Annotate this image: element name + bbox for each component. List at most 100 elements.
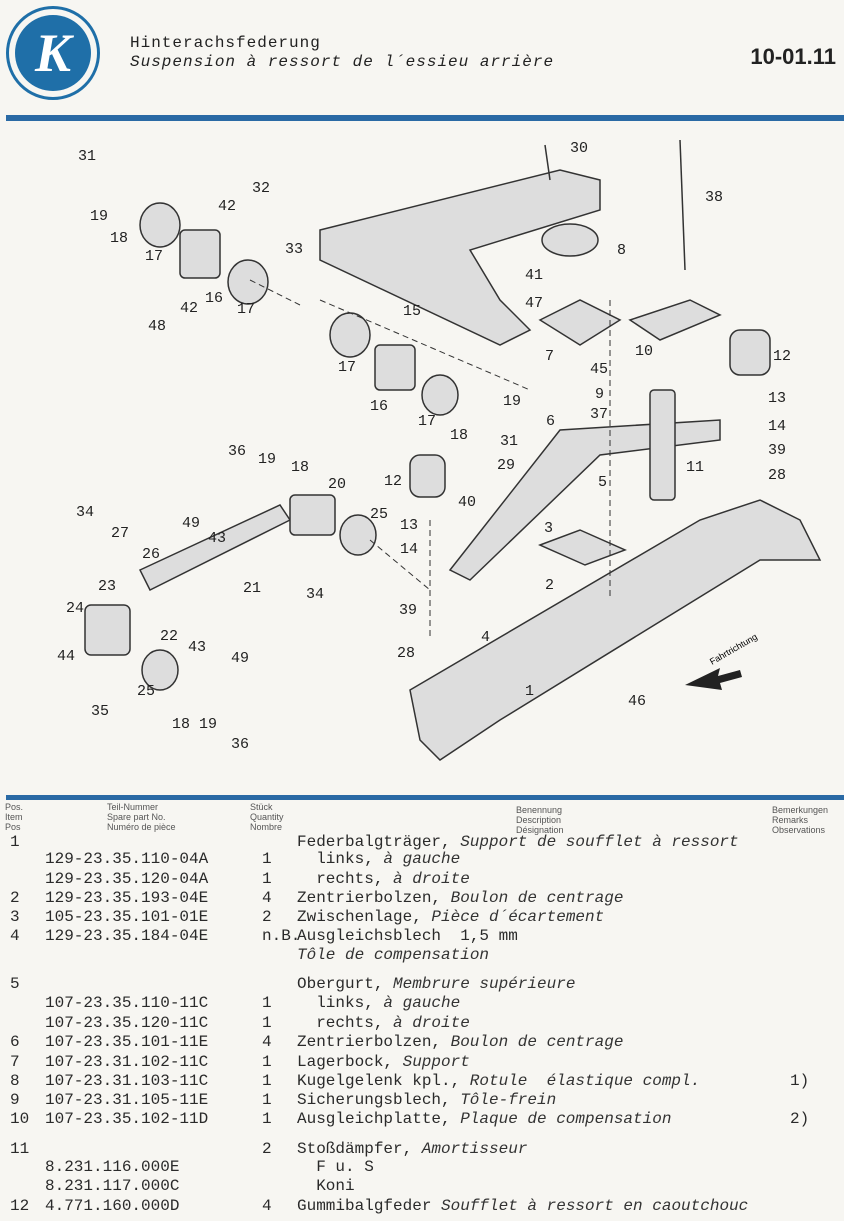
item-pos: 4 [10, 927, 20, 945]
logo-letter: K [15, 15, 91, 91]
callout-18: 18 [172, 716, 190, 733]
description-german: Koni [297, 1177, 355, 1195]
callout-7: 7 [545, 348, 554, 365]
callout-33: 33 [285, 241, 303, 258]
callout-44: 44 [57, 648, 75, 665]
callout-22: 22 [160, 628, 178, 645]
description-german: Zentrierbolzen, [297, 889, 442, 907]
callout-15: 15 [403, 303, 421, 320]
description-german: Lagerbock, [297, 1053, 394, 1071]
top-divider [6, 115, 844, 121]
callout-47: 47 [525, 295, 543, 312]
item-pos: 6 [10, 1033, 20, 1051]
table-divider [6, 795, 844, 800]
callout-18: 18 [110, 230, 128, 247]
part-number: 8.231.116.000E [45, 1158, 180, 1176]
description-german: Zwischenlage, [297, 908, 422, 926]
callout-29: 29 [497, 457, 515, 474]
diagram-parts [84, 139, 822, 761]
description-french: à gauche [383, 850, 461, 868]
description-german: rechts, [297, 870, 384, 888]
item-pos: 7 [10, 1053, 20, 1071]
table-row: 129-23.35.110-04A 1 links, à gauche [0, 850, 844, 870]
part-number: 107-23.35.102-11D [45, 1110, 209, 1128]
callout-16: 16 [205, 290, 223, 307]
description-french: Membrure supérieure [393, 975, 576, 993]
quantity: 1 [262, 1110, 272, 1128]
callout-26: 26 [142, 546, 160, 563]
callout-19: 19 [199, 716, 217, 733]
quantity: 1 [262, 850, 272, 868]
description-german: Ausgleichplatte, [297, 1110, 451, 1128]
callout-39: 39 [768, 442, 786, 459]
part-number: 107-23.35.120-11C [45, 1014, 209, 1032]
quantity: 1 [262, 1072, 272, 1090]
item-pos: 1 [10, 833, 20, 851]
callout-38: 38 [705, 189, 723, 206]
quantity: 1 [262, 870, 272, 888]
quantity: n.B. [262, 927, 301, 945]
callout-42: 42 [218, 198, 236, 215]
callout-13: 13 [400, 517, 418, 534]
item-pos: 2 [10, 889, 20, 907]
description-german: Sicherungsblech, [297, 1091, 451, 1109]
callout-48: 48 [148, 318, 166, 335]
callout-3: 3 [544, 520, 553, 537]
quantity: 2 [262, 1140, 272, 1158]
part-number: 4.771.160.000D [45, 1197, 180, 1215]
part-number: 8.231.117.000C [45, 1177, 180, 1195]
part-number: 107-23.31.102-11C [45, 1053, 209, 1071]
item-pos: 8 [10, 1072, 20, 1090]
quantity: 4 [262, 889, 272, 907]
table-row: 8.231.116.000E F u. S [0, 1158, 844, 1178]
callout-19: 19 [90, 208, 108, 225]
callout-21: 21 [243, 580, 261, 597]
direction-label: Fahrtrichtung [708, 632, 759, 667]
callout-36: 36 [228, 443, 246, 460]
callout-6: 6 [546, 413, 555, 430]
description-french: à droite [393, 870, 470, 888]
callout-34: 34 [76, 504, 94, 521]
callout-16: 16 [370, 398, 388, 415]
description-french: Plaque de compensation [460, 1110, 672, 1128]
quantity: 1 [262, 994, 272, 1012]
item-pos: 3 [10, 908, 20, 926]
part-number: 107-23.35.110-11C [45, 994, 209, 1012]
part-number: 105-23.35.101-01E [45, 908, 209, 926]
brand-logo: K [6, 6, 100, 100]
callout-28: 28 [768, 467, 786, 484]
table-row: Tôle de compensation [0, 946, 844, 966]
callout-17: 17 [237, 301, 255, 318]
callout-32: 32 [252, 180, 270, 197]
remark: 2) [790, 1110, 810, 1128]
quantity: 2 [262, 908, 272, 926]
description-german: links, [297, 850, 374, 868]
callout-43: 43 [208, 530, 226, 547]
description-german: Gummibalgfeder [297, 1197, 432, 1215]
quantity: 1 [262, 1091, 272, 1109]
callout-30: 30 [570, 140, 588, 157]
callout-43: 43 [188, 639, 206, 656]
item-pos: 10 [10, 1110, 30, 1128]
callout-49: 49 [182, 515, 200, 532]
description-french: Support de soufflet à ressort [460, 833, 739, 851]
description-german: Ausgleichsblech 1,5 mm [297, 927, 518, 945]
part-number: 129-23.35.110-04A [45, 850, 209, 868]
description-french: Boulon de centrage [450, 889, 624, 907]
quantity: 4 [262, 1033, 272, 1051]
description-german: rechts, [297, 1014, 384, 1032]
callout-17: 17 [338, 359, 356, 376]
direction-arrow-icon [685, 668, 742, 690]
